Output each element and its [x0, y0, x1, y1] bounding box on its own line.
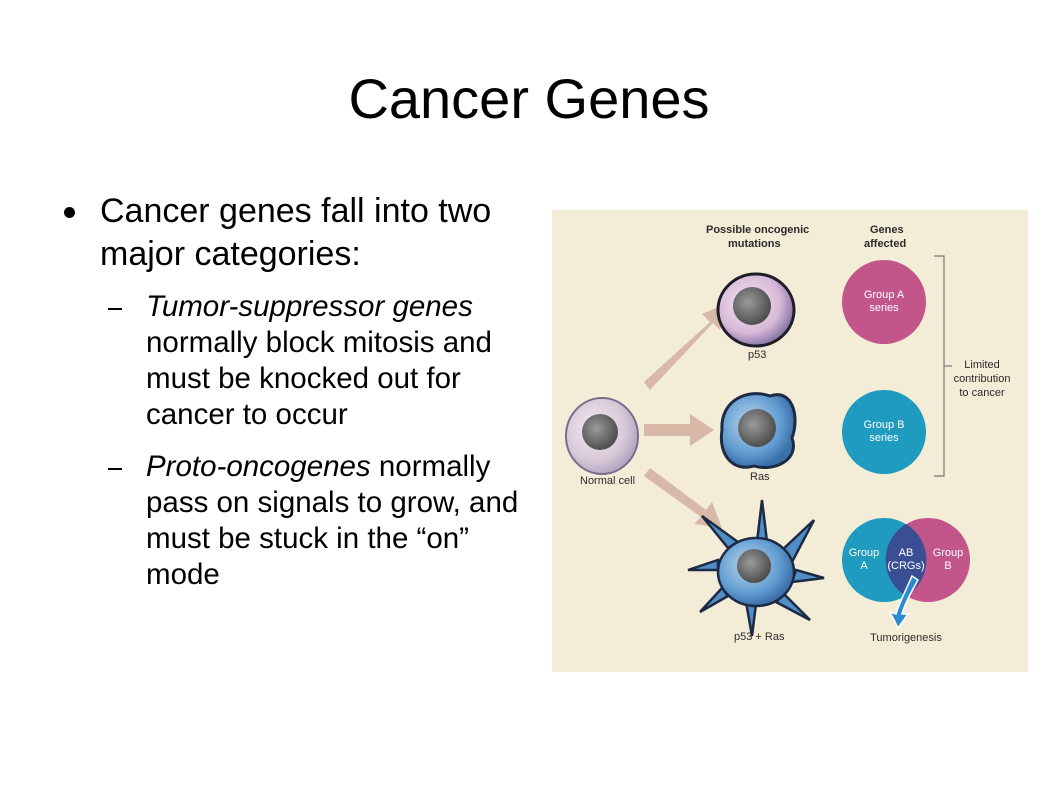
- ras-cell-icon: [719, 392, 797, 469]
- p53-ras-cell-icon: [687, 499, 825, 637]
- group-a-circle: [842, 260, 926, 344]
- subbullet-proto-oncogenes: Proto-oncogenes normally pass on signals…: [108, 449, 532, 593]
- venn-b-line2: B: [944, 560, 951, 572]
- arrow-to-ras: [644, 414, 714, 446]
- tumorigenesis-label: Tumorigenesis: [870, 632, 942, 644]
- label-normal-cell: Normal cell: [580, 475, 635, 487]
- bullet-main: Cancer genes fall into two major categor…: [62, 190, 532, 276]
- limited-line3: to cancer: [959, 387, 1005, 399]
- subbullet-term: Proto-oncogenes: [146, 450, 371, 483]
- dash-bullet-icon: [108, 308, 122, 310]
- header-genes-line2: affected: [864, 238, 906, 250]
- slide-title: Cancer Genes: [348, 67, 710, 130]
- limited-line1: Limited: [964, 359, 999, 371]
- label-p53: p53: [748, 349, 766, 361]
- bracket-line: [934, 255, 945, 477]
- dash-bullet-icon: [108, 468, 122, 470]
- subbullet-text: normally block mitosis and must be knock…: [146, 326, 492, 431]
- arrow-to-p53: [644, 302, 730, 390]
- header-genes-line1: Genes: [870, 224, 904, 236]
- header-mutations-line2: mutations: [728, 238, 781, 250]
- normal-cell-icon: [565, 397, 639, 475]
- figure-svg: Normal cell p53 Ras p53 + Ras Po: [565, 224, 1011, 644]
- header-mutations-line1: Possible oncogenic: [706, 224, 809, 236]
- bullet-main-text: Cancer genes fall into two major categor…: [100, 192, 492, 273]
- venn-ab-line2: (CRGs): [887, 560, 924, 572]
- venn-a-line1: Group: [849, 547, 880, 559]
- group-b-circle: [842, 390, 926, 474]
- venn-b-line1: Group: [933, 547, 964, 559]
- p53-cell-icon: [716, 272, 796, 348]
- group-a-label: Group A: [864, 289, 905, 301]
- arrow-to-p53-ras: [644, 468, 722, 528]
- label-ras: Ras: [750, 471, 770, 483]
- subbullet-text: normally pass on signals to grow, and mu…: [146, 450, 519, 591]
- tumorigenesis-arrow-icon: [888, 574, 919, 630]
- bullet-dot-icon: [64, 207, 75, 218]
- group-a-series: series: [869, 302, 899, 314]
- venn-diagram: [842, 518, 970, 602]
- bullet-list: Cancer genes fall into two major categor…: [62, 190, 532, 593]
- group-b-label: Group B: [864, 419, 905, 431]
- label-p53-ras: p53 + Ras: [734, 631, 785, 643]
- subbullet-term: Tumor-suppressor genes: [146, 290, 473, 323]
- venn-ab-line1: AB: [899, 547, 914, 559]
- venn-a-line2: A: [860, 560, 868, 572]
- oncogenic-mutations-figure: Normal cell p53 Ras p53 + Ras Po: [552, 210, 1028, 672]
- subbullet-tumor-suppressor: Tumor-suppressor genes normally block mi…: [108, 289, 532, 433]
- group-b-series: series: [869, 432, 899, 444]
- limited-line2: contribution: [954, 373, 1011, 385]
